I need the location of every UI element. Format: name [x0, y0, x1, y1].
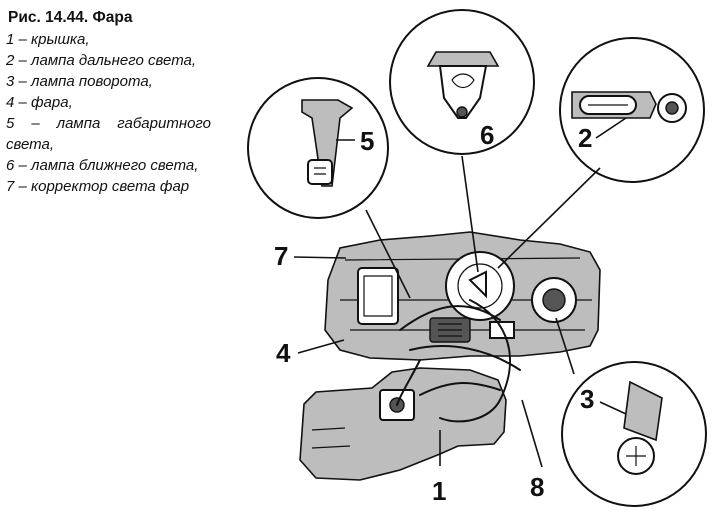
cover — [299, 367, 507, 481]
legend-item-3: 3 – лампа поворота, — [6, 73, 153, 90]
callout-3: 3 — [580, 384, 594, 414]
legend-item-4: 4 – фара, — [6, 94, 73, 111]
legend-item-1: 1 – крышка, — [6, 31, 90, 48]
legend-item-7: 7 – корректор света фар — [6, 178, 190, 195]
figure-caption: Рис. 14.44. Фара 1 – крышка, 2 – лампа д… — [6, 8, 211, 197]
callout-8: 8 — [530, 472, 544, 502]
callout-1: 1 — [432, 476, 446, 506]
callout-7: 7 — [274, 241, 288, 271]
callout-6: 6 — [480, 120, 494, 150]
figure-title: Рис. 14.44. Фара — [8, 9, 133, 26]
legend-item-6: 6 – лампа ближнего света, — [6, 157, 199, 174]
leader-lines — [293, 117, 627, 468]
headlight-housing — [324, 231, 601, 361]
wiring — [396, 299, 521, 423]
callout-2: 2 — [578, 123, 592, 153]
inset-lamp-2 — [559, 37, 705, 183]
inset-lamp-3 — [561, 361, 707, 507]
callout-4: 4 — [276, 338, 291, 368]
legend-item-2: 2 – лампа дальнего света, — [6, 52, 197, 69]
legend-list: 1 – крышка, 2 – лампа дальнего света, 3 … — [6, 29, 211, 197]
legend-item-5: 5 – лампа габаритного света, — [6, 115, 211, 153]
callout-5: 5 — [360, 126, 374, 156]
inset-lamp-6 — [389, 9, 535, 155]
inset-lamp-5 — [247, 77, 389, 219]
